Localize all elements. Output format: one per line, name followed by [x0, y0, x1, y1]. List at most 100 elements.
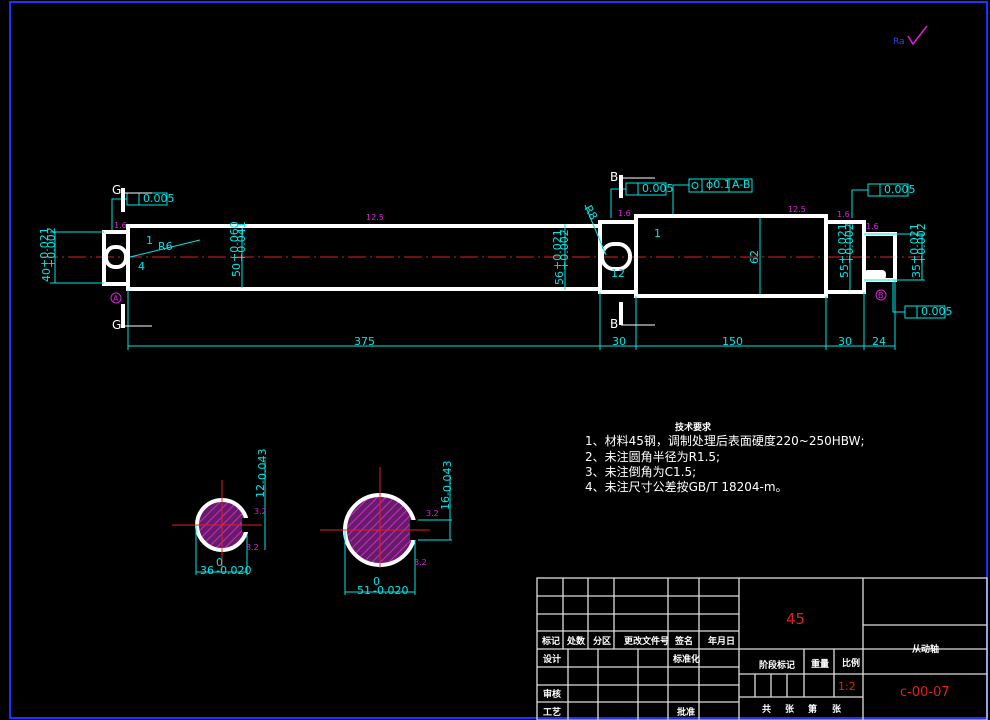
tech-req-item: 2、未注圆角半径为R1.5; — [585, 449, 720, 464]
gtol-runout-right-top: 0.005 — [851, 183, 916, 218]
svg-text:36: 36 — [200, 564, 214, 577]
roughness-2: 12.5 — [366, 213, 384, 222]
tech-req-item: 1、材料45钢，调制处理后表面硬度220~250HBW; — [585, 433, 865, 448]
shaft-outline — [102, 214, 897, 298]
dim-d56: 56 — [553, 271, 566, 285]
roughness-check-icon — [907, 25, 928, 46]
datum-a-label: A — [113, 294, 119, 303]
material-value: 45 — [786, 610, 805, 628]
svg-text:比例: 比例 — [842, 657, 860, 669]
tech-req-item: 4、未注尺寸公差按GB/T 18204-m。 — [585, 479, 788, 494]
svg-text:12: 12 — [254, 484, 267, 498]
roughness-3: 1.6 — [618, 209, 631, 218]
dim-d50-tol-lo: +0.041 — [235, 221, 248, 262]
svg-text:共: 共 — [762, 703, 771, 715]
section-view-b: 51 -0.020 0 16 -0.043 3.2 3.2 — [320, 461, 454, 597]
dim-len-375: 375 — [354, 335, 375, 348]
tech-req-item: 3、未注倒角为C1.5; — [585, 464, 696, 479]
svg-text:重量: 重量 — [811, 658, 829, 670]
svg-text:标准化: 标准化 — [672, 653, 700, 665]
dim-d50: 50 — [230, 263, 243, 277]
dim-d55-tol-up: +0.021 — [836, 223, 849, 264]
svg-text:年月日: 年月日 — [708, 635, 735, 647]
svg-text:0.005: 0.005 — [921, 305, 953, 318]
svg-text:-0.043: -0.043 — [256, 449, 269, 484]
datum-b-icon — [875, 289, 887, 301]
svg-text:3.2: 3.2 — [246, 543, 259, 552]
dim-12: 12 — [611, 267, 625, 280]
dim-d40-tol-lo: +0.002 — [45, 227, 58, 268]
part-name: 从动轴 — [912, 643, 939, 655]
svg-text:张: 张 — [785, 703, 795, 715]
svg-text:G: G — [112, 318, 121, 332]
svg-text:分区: 分区 — [593, 635, 611, 647]
dim-r8: R8 — [581, 203, 600, 222]
svg-text:0.005: 0.005 — [143, 192, 175, 205]
drawing-frame — [9, 1, 988, 719]
roughness-6: 1.6 — [866, 222, 879, 231]
svg-text:更改文件号: 更改文件号 — [624, 635, 669, 647]
svg-text:批准: 批准 — [677, 706, 695, 718]
dim-d56-tol-lo: +0.002 — [558, 229, 571, 270]
section-view-g: 36 -0.020 0 12 -0.043 3.2 3.2 — [172, 449, 269, 577]
dim-1-left: 1 — [146, 234, 153, 247]
svg-text:3.2: 3.2 — [426, 509, 439, 518]
section-marker-b: B B — [610, 170, 655, 331]
svg-text:签名: 签名 — [674, 635, 693, 647]
svg-text:B: B — [610, 317, 618, 331]
dim-d50-tol-up: +0.060 — [228, 221, 241, 262]
dim-4: 4 — [138, 260, 145, 273]
svg-text:工艺: 工艺 — [543, 706, 561, 718]
dim-d40: 40 — [40, 268, 53, 282]
svg-text:审核: 审核 — [543, 688, 561, 700]
svg-text:0: 0 — [216, 556, 223, 569]
title-block: 标记 处数 分区 更改文件号 签名 年月日 设计 标准化 审核 工艺 批准 阶段… — [536, 577, 988, 720]
svg-text:张: 张 — [832, 703, 842, 715]
dim-d55-tol-lo: +0.002 — [843, 223, 856, 264]
svg-text:B: B — [610, 170, 618, 184]
dim-len-30a: 30 — [612, 335, 626, 348]
svg-text:标记: 标记 — [541, 635, 560, 647]
dim-r6: R6 — [158, 240, 173, 253]
gtol-coaxiality: ϕ0.1 A-B — [672, 178, 753, 214]
svg-text:A-B: A-B — [732, 178, 750, 191]
center-hole-left — [104, 245, 128, 269]
gtol-runout-right-bottom: 0.005 — [892, 282, 953, 319]
dim-len-30b: 30 — [838, 335, 852, 348]
svg-text:3.2: 3.2 — [414, 558, 427, 567]
dim-d35-tol-up: +0.021 — [908, 223, 921, 264]
center-hole-mid — [600, 242, 632, 271]
dim-d62: 62 — [748, 250, 761, 264]
roughness-1: 1.6 — [114, 221, 127, 230]
datum-b-label: B — [878, 291, 884, 300]
dim-d55: 55 — [838, 264, 851, 278]
svg-text:16: 16 — [439, 496, 452, 510]
drawing-number: c-00-07 — [900, 685, 950, 700]
svg-text:-0.043: -0.043 — [441, 461, 454, 496]
dim-len-24: 24 — [872, 335, 886, 348]
svg-text:0.005: 0.005 — [884, 183, 916, 196]
datum-a-icon — [110, 292, 122, 304]
dimension-lines — [50, 204, 925, 350]
dim-d35: 35 — [910, 264, 923, 278]
svg-text:-0.020: -0.020 — [373, 584, 408, 597]
svg-text:-0.020: -0.020 — [216, 564, 251, 577]
dim-d56-tol-up: +0.021 — [551, 229, 564, 270]
tech-req-title: 技术要求 — [675, 421, 712, 433]
dim-d40-tol-up: +0.021 — [38, 227, 51, 268]
svg-text:3.2: 3.2 — [254, 507, 267, 516]
svg-text:阶段标记: 阶段标记 — [759, 659, 795, 671]
scale-value: 1:2 — [838, 680, 856, 693]
svg-text:G: G — [112, 183, 121, 197]
svg-text:第: 第 — [808, 703, 817, 715]
roughness-4: 12.5 — [788, 205, 806, 214]
dim-len-150: 150 — [722, 335, 743, 348]
svg-text:处数: 处数 — [566, 635, 586, 647]
dim-d35-tol-lo: +0.002 — [915, 223, 928, 264]
technical-requirements: 技术要求 1、材料45钢，调制处理后表面硬度220~250HBW; 2、未注圆角… — [585, 421, 865, 494]
svg-text:0.005: 0.005 — [642, 182, 674, 195]
section-marker-g: G G — [112, 183, 152, 332]
dim-1-mid: 1 — [654, 227, 661, 240]
svg-text:51: 51 — [357, 584, 371, 597]
